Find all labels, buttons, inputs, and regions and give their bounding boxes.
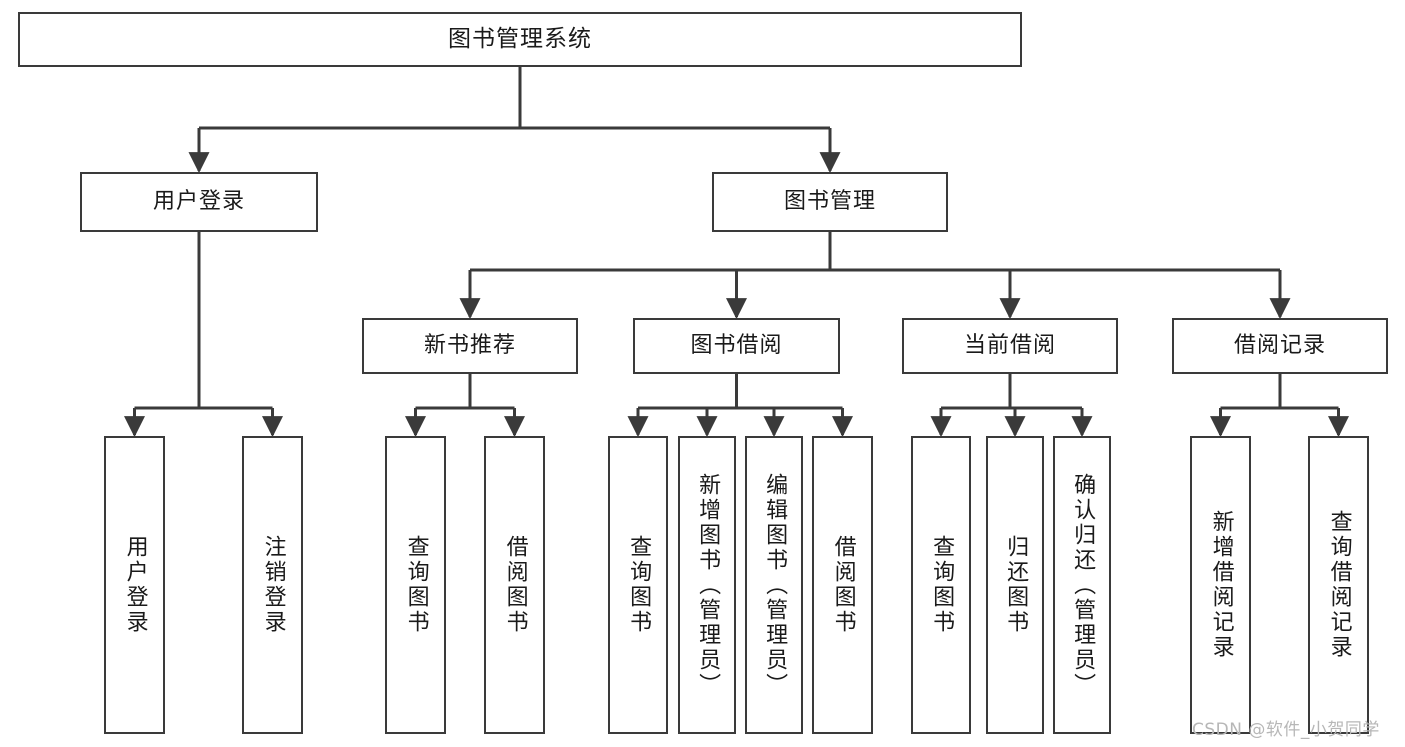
leaf-node[interactable]: 查询图书 xyxy=(385,436,446,734)
leaf-node[interactable]: 查询借阅记录 xyxy=(1308,436,1369,734)
leaf-node[interactable]: 新增借阅记录 xyxy=(1190,436,1251,734)
leaf-node-label: 借阅图书 xyxy=(502,535,528,635)
level3-node-label: 当前借阅 xyxy=(963,332,1056,358)
leaf-node[interactable]: 编辑图书（管理员） xyxy=(745,436,803,734)
level3-node-label: 借阅记录 xyxy=(1233,332,1326,358)
level3-node-label: 新书推荐 xyxy=(423,332,516,358)
root-node[interactable]: 图书管理系统 xyxy=(18,12,1022,67)
watermark-label: CSDN @软件_小贺同学 xyxy=(1192,720,1380,740)
leaf-node[interactable]: 借阅图书 xyxy=(484,436,545,734)
leaf-node-label: 查询借阅记录 xyxy=(1326,510,1352,660)
leaf-node[interactable]: 注销登录 xyxy=(242,436,303,734)
leaf-node[interactable]: 归还图书 xyxy=(986,436,1044,734)
leaf-node-label: 借阅图书 xyxy=(830,535,856,635)
level2-node[interactable]: 用户登录 xyxy=(80,172,318,232)
level2-node-label: 用户登录 xyxy=(152,188,245,214)
leaf-node-label: 查询图书 xyxy=(626,535,652,635)
level3-node[interactable]: 图书借阅 xyxy=(633,318,840,374)
leaf-node-label: 用户登录 xyxy=(122,535,148,635)
root-node-label: 图书管理系统 xyxy=(448,25,592,52)
level3-node[interactable]: 当前借阅 xyxy=(902,318,1118,374)
leaf-node[interactable]: 查询图书 xyxy=(608,436,668,734)
leaf-node-label: 编辑图书（管理员） xyxy=(762,472,788,698)
leaf-node-label: 注销登录 xyxy=(260,535,286,635)
leaf-node[interactable]: 用户登录 xyxy=(104,436,165,734)
leaf-node-label: 确认归还（管理员） xyxy=(1070,472,1096,698)
level3-node[interactable]: 新书推荐 xyxy=(362,318,578,374)
leaf-node[interactable]: 查询图书 xyxy=(911,436,971,734)
leaf-node-label: 新增借阅记录 xyxy=(1208,510,1234,660)
level3-node[interactable]: 借阅记录 xyxy=(1172,318,1388,374)
leaf-node[interactable]: 新增图书（管理员） xyxy=(678,436,736,734)
leaf-node[interactable]: 确认归还（管理员） xyxy=(1053,436,1111,734)
level2-node[interactable]: 图书管理 xyxy=(712,172,948,232)
level2-node-label: 图书管理 xyxy=(783,188,876,214)
leaf-node[interactable]: 借阅图书 xyxy=(812,436,873,734)
leaf-node-label: 归还图书 xyxy=(1003,535,1029,635)
leaf-node-label: 新增图书（管理员） xyxy=(695,472,721,698)
leaf-node-label: 查询图书 xyxy=(403,535,429,635)
leaf-node-label: 查询图书 xyxy=(929,535,955,635)
level3-node-label: 图书借阅 xyxy=(690,332,783,358)
